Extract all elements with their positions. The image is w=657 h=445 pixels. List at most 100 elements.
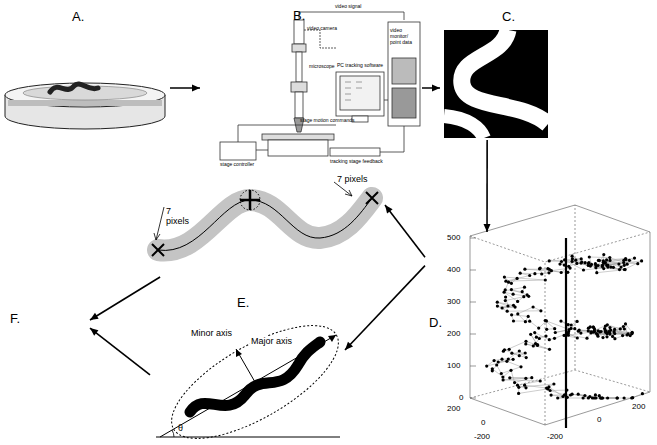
axis-tick-label: 300 xyxy=(447,297,460,306)
panel-b: B.video signalvideo cameramicroscopePC t… xyxy=(200,5,422,170)
trajectory-point xyxy=(617,263,620,266)
trajectory-point xyxy=(622,325,625,328)
arrow-shaft xyxy=(90,277,160,320)
trajectory-point xyxy=(552,382,555,385)
trajectory-point xyxy=(587,396,590,399)
axis-tick-label: 400 xyxy=(447,265,460,274)
trajectory-point xyxy=(609,266,612,269)
trajectory-point xyxy=(598,259,601,262)
trajectory-point xyxy=(618,268,621,271)
trajectory-point xyxy=(539,309,542,312)
trajectory-point xyxy=(493,359,496,362)
trajectory-point xyxy=(628,259,631,262)
arrow-shaft xyxy=(486,140,488,232)
trajectory-point xyxy=(602,253,605,256)
trajectory-point xyxy=(491,369,494,372)
trajectory-point xyxy=(631,396,634,399)
axis-tick-label: 500 xyxy=(447,233,460,242)
trajectory-path xyxy=(487,255,643,398)
trajectory-point xyxy=(561,395,564,398)
worm-skeleton xyxy=(152,182,378,256)
trajectory-point xyxy=(577,393,580,396)
trajectory-point xyxy=(580,261,583,264)
trajectory-point xyxy=(613,332,616,335)
arrow-shaft xyxy=(90,328,150,375)
trajectory-point xyxy=(548,338,551,341)
trajectory-point xyxy=(539,267,542,270)
trajectory-point xyxy=(533,272,536,275)
annotation-text: stage motion commands xyxy=(300,118,354,124)
trajectory-point xyxy=(504,288,507,291)
trajectory-point xyxy=(534,342,537,345)
arrowhead xyxy=(432,84,440,91)
ellipse-fit xyxy=(156,304,355,445)
trajectory-point xyxy=(573,327,576,330)
trajectory-point xyxy=(576,336,579,339)
trajectory-point xyxy=(640,259,643,262)
trajectory-point xyxy=(539,379,542,382)
trajectory-point xyxy=(623,268,626,271)
trajectory-point xyxy=(545,387,548,390)
trajectory-point xyxy=(559,320,562,323)
axis-tick-label: -200 xyxy=(547,432,563,441)
trajectory-point xyxy=(544,278,547,281)
trajectory-point xyxy=(523,286,526,289)
trajectory-point xyxy=(585,337,588,340)
trajectory-point xyxy=(518,349,521,352)
trajectory-point xyxy=(605,258,608,261)
trajectory-point xyxy=(528,274,531,277)
trajectory-point xyxy=(496,301,499,304)
trajectory-point xyxy=(501,375,504,378)
trajectory-point xyxy=(598,330,601,333)
trajectory-point xyxy=(606,264,609,267)
trajectory-point xyxy=(589,331,592,334)
trajectory-point xyxy=(500,372,503,375)
trajectory-point xyxy=(496,305,499,308)
trajectory-point xyxy=(550,394,553,397)
trajectory-point xyxy=(527,315,530,318)
tracking-system-schematic xyxy=(220,12,420,160)
trajectory-point xyxy=(606,396,609,399)
trajectory-point xyxy=(595,271,598,274)
panel-letter: C. xyxy=(502,10,515,25)
flow-arrow xyxy=(385,205,425,257)
panel-a: A. xyxy=(5,8,170,133)
trajectory-point xyxy=(622,259,625,262)
trajectory-point xyxy=(570,323,573,326)
annotation-text: stage controller xyxy=(220,162,254,168)
trajectory-point xyxy=(508,376,511,379)
trajectory-point xyxy=(569,393,572,396)
trajectory-point xyxy=(589,325,592,328)
trajectory-point xyxy=(582,268,585,271)
trajectory-point xyxy=(606,323,609,326)
trajectory-point xyxy=(513,381,516,384)
trajectory-point xyxy=(511,293,514,296)
trajectory-point xyxy=(597,259,600,262)
trajectory-point xyxy=(524,386,527,389)
trajectory-point xyxy=(587,261,590,264)
trajectory-point xyxy=(526,293,529,296)
trajectory-point xyxy=(608,256,611,259)
trajectory-point xyxy=(623,396,626,399)
trajectory-point xyxy=(580,257,583,260)
panel-letter: F. xyxy=(10,312,20,327)
trajectory-point xyxy=(619,327,622,330)
trajectory-point xyxy=(592,326,595,329)
trajectory-point xyxy=(517,392,520,395)
trajectory-point xyxy=(524,342,527,345)
trajectory-point xyxy=(507,357,510,360)
axis-tick-label: -200 xyxy=(474,432,490,441)
trajectory-point xyxy=(508,348,511,351)
trajectory-point xyxy=(502,350,505,353)
trajectory-point xyxy=(605,335,608,338)
trajectory-point xyxy=(495,363,498,366)
trajectory-point xyxy=(593,396,596,399)
flow-arrow xyxy=(90,277,160,320)
annotation-text: Minor axis xyxy=(190,328,233,338)
trajectory-point xyxy=(594,393,597,396)
panel-e-skeleton: 7 pixels7 pixels xyxy=(140,172,385,277)
trajectory-point xyxy=(504,280,507,283)
trajectory-point xyxy=(501,306,504,309)
trajectory-point xyxy=(516,277,519,280)
trajectory-point xyxy=(590,263,593,266)
